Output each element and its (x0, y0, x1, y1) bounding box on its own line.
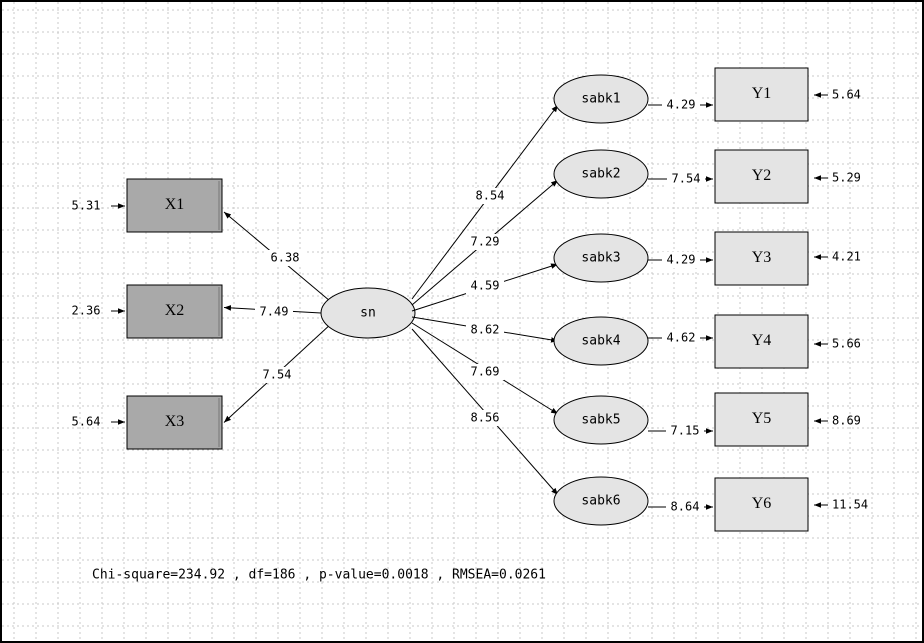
y-box-label-2: Y2 (752, 167, 772, 184)
network-1 (411, 67, 828, 300)
network-6 (411, 328, 828, 532)
x-error-value-1: 5.31 (72, 199, 101, 213)
network-label-6: sabk6 (581, 494, 620, 509)
fit-statistics: Chi-square=234.92 , df=186 , p-value=0.0… (92, 568, 546, 583)
x-box-label-1: X1 (165, 196, 185, 213)
x-path-coef-2: 7.49 (260, 305, 289, 319)
y-box-4 (714, 314, 809, 369)
x-error-value-3: 5.64 (72, 415, 101, 429)
x-indicator-2 (111, 284, 322, 339)
network-label-2: sabk2 (581, 167, 620, 182)
y-link-coef-4: 4.62 (667, 331, 696, 345)
y-link-label-bg-1 (662, 97, 700, 113)
y-link-label-bg-2 (667, 171, 705, 187)
network-2 (411, 149, 828, 306)
y-link-label-bg-6 (666, 499, 704, 515)
latent-sn-label: sn (360, 306, 376, 321)
network-ellipse-6 (553, 476, 649, 526)
y-box-label-5: Y5 (752, 410, 772, 427)
sn-path-coef-6: 8.56 (471, 411, 500, 425)
network-3 (411, 231, 828, 312)
y-box-5 (714, 392, 809, 447)
x-path-label-bg-3 (258, 367, 296, 383)
network-5 (411, 322, 828, 447)
y-box-3 (714, 231, 809, 286)
y-link-label-bg-3 (662, 252, 700, 268)
y-link-coef-1: 4.29 (667, 98, 696, 112)
y-box-6 (714, 477, 809, 532)
x-path-coef-1: 6.38 (271, 251, 300, 265)
y-error-value-1: 5.64 (832, 88, 861, 102)
network-ellipse-3 (553, 233, 649, 283)
y-error-value-3: 4.21 (832, 250, 861, 264)
network-label-5: sabk5 (581, 413, 620, 428)
network-label-3: sabk3 (581, 251, 620, 266)
network-ellipse-5 (553, 395, 649, 445)
network-label-4: sabk4 (581, 334, 620, 349)
sn-path-coef-5: 7.69 (471, 365, 500, 379)
x-path-label-bg-1 (266, 250, 304, 266)
x-path-coef-3: 7.54 (263, 368, 292, 382)
x-box-label-3: X3 (165, 413, 185, 430)
y-link-coef-2: 7.54 (672, 172, 701, 186)
sn-path-coef-1: 8.54 (476, 189, 505, 203)
network-ellipse-1 (553, 74, 649, 124)
sn-path-label-bg-5 (466, 364, 504, 380)
x-box-label-2: X2 (165, 302, 185, 319)
y-box-label-3: Y3 (752, 249, 772, 266)
sn-path-coef-4: 8.62 (471, 323, 500, 337)
x-box-3 (126, 395, 223, 450)
x-indicator-3 (111, 326, 329, 450)
x-box-1 (126, 178, 223, 233)
network-label-1: sabk1 (581, 92, 620, 107)
y-link-coef-5: 7.15 (671, 424, 700, 438)
x-box-2 (126, 284, 223, 339)
y-box-label-6: Y6 (752, 495, 772, 512)
sn-path-label-bg-2 (466, 234, 504, 250)
y-box-label-4: Y4 (752, 332, 772, 349)
y-box-1 (714, 67, 809, 122)
sn-path-label-bg-4 (466, 322, 504, 338)
sn-path-label-bg-6 (466, 410, 504, 426)
y-error-value-5: 8.69 (832, 414, 861, 428)
sn-path-label-bg-3 (466, 278, 504, 294)
x-indicator-1 (111, 178, 329, 300)
y-link-label-bg-4 (662, 330, 700, 346)
y-error-value-2: 5.29 (832, 171, 861, 185)
y-link-label-bg-5 (666, 423, 704, 439)
sn-path-coef-3: 4.59 (471, 279, 500, 293)
y-error-value-6: 11.54 (832, 498, 868, 512)
x-path-label-bg-2 (255, 304, 293, 320)
sn-path-label-bg-1 (471, 188, 509, 204)
network-ellipse-2 (553, 149, 649, 199)
y-error-value-4: 5.66 (832, 337, 861, 351)
network-4 (411, 314, 828, 369)
y-link-coef-3: 4.29 (667, 253, 696, 267)
network-ellipse-4 (553, 316, 649, 366)
sn-path-coef-2: 7.29 (471, 235, 500, 249)
y-box-2 (714, 149, 809, 204)
y-link-coef-6: 8.64 (671, 500, 700, 514)
x-error-value-2: 2.36 (72, 304, 101, 318)
y-box-label-1: Y1 (752, 85, 772, 102)
